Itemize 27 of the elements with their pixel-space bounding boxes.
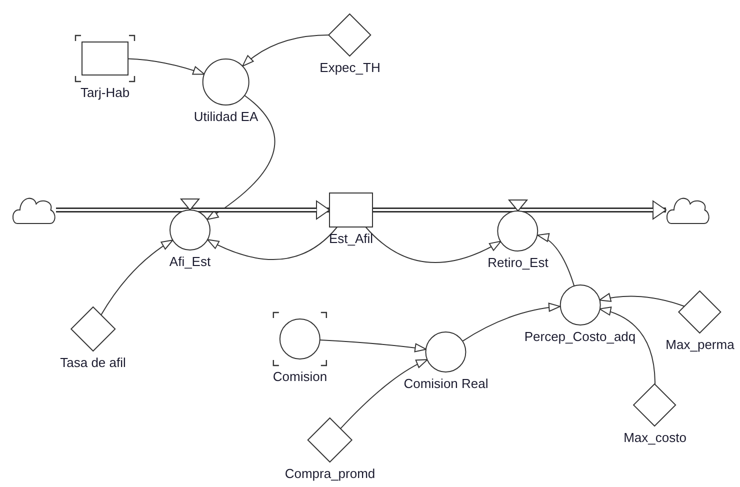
connector-arrow [462,302,561,342]
variable-label: Comision Real [404,376,488,391]
connector-arrow [599,307,656,384]
variable-label: Percep_Costo_adq [524,329,636,344]
connector-arrow [365,226,502,263]
variable-label: Retiro_Est [488,255,548,270]
connector-arrow [242,34,330,67]
connector-arrow [340,359,428,430]
variable-label: Tasa de afil [60,355,126,370]
connector-arrow [100,240,174,316]
variable-label: Comision [272,369,328,384]
connector-arrow [128,58,205,75]
variable-label: Est_Afil [328,231,374,246]
variable-label: Afi_Est [169,254,211,269]
connector-arrow [598,293,686,307]
connector-arrow [537,234,575,286]
flow-pipe [372,200,666,220]
variable-label: Tarj-Hab [80,84,130,100]
variable-label: Max_costo [624,430,686,445]
flow-pipe [56,200,330,220]
variable-label: Max_perma [666,337,734,352]
connector-arrow [319,340,427,352]
variable-label: Expec_TH [320,60,380,75]
connector-arrow [206,94,276,220]
connector-arrow [207,226,338,260]
variable-label: Utilidad EA [194,109,258,124]
variable-label: Compra_promd [284,466,376,481]
